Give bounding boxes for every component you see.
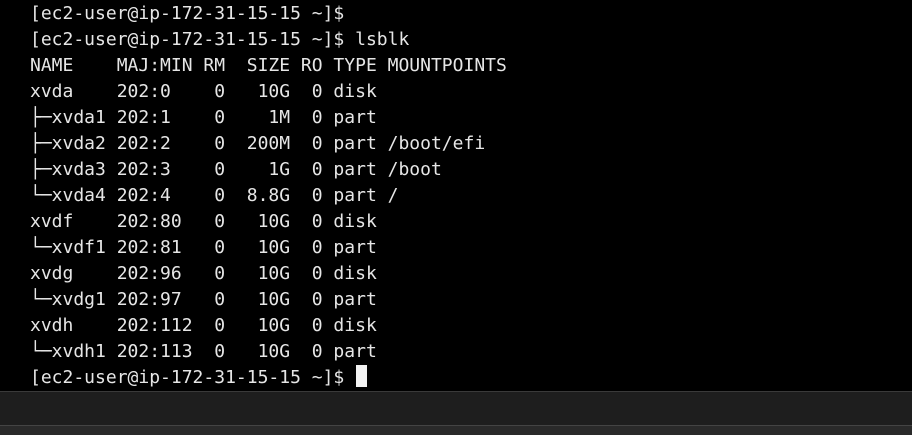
terminal-output: [ec2-user@ip-172-31-15-15 ~]$ [ec2-user@… — [30, 1, 507, 391]
lsblk-row: └─xvdg1 202:97 0 10G 0 part — [30, 289, 377, 310]
lsblk-row: ├─xvda2 202:2 0 200M 0 part /boot/efi — [30, 133, 486, 154]
terminal-window[interactable]: [ec2-user@ip-172-31-15-15 ~]$ [ec2-user@… — [0, 0, 912, 391]
shell-prompt: [ec2-user@ip-172-31-15-15 ~]$ — [30, 367, 345, 388]
lsblk-row: └─xvdf1 202:81 0 10G 0 part — [30, 237, 377, 258]
lsblk-row: xvdh 202:112 0 10G 0 disk — [30, 315, 377, 336]
bottom-panel — [0, 391, 912, 425]
lsblk-row: ├─xvda3 202:3 0 1G 0 part /boot — [30, 159, 442, 180]
text-cursor — [356, 365, 368, 387]
lsblk-row: └─xvdh1 202:113 0 10G 0 part — [30, 341, 377, 362]
terminal-line: [ec2-user@ip-172-31-15-15 ~]$ lsblk — [30, 29, 410, 50]
lsblk-row: └─xvda4 202:4 0 8.8G 0 part / — [30, 185, 399, 206]
terminal-line: [ec2-user@ip-172-31-15-15 ~]$ — [30, 3, 345, 24]
lsblk-row: xvdg 202:96 0 10G 0 disk — [30, 263, 377, 284]
lsblk-row: xvdf 202:80 0 10G 0 disk — [30, 211, 377, 232]
lsblk-header: NAME MAJ:MIN RM SIZE RO TYPE MOUNTPOINTS — [30, 55, 507, 76]
command-prompt-line[interactable]: [ec2-user@ip-172-31-15-15 ~]$ — [30, 365, 507, 391]
lsblk-row: xvda 202:0 0 10G 0 disk — [30, 81, 377, 102]
status-bar — [0, 425, 912, 435]
lsblk-row: ├─xvda1 202:1 0 1M 0 part — [30, 107, 377, 128]
